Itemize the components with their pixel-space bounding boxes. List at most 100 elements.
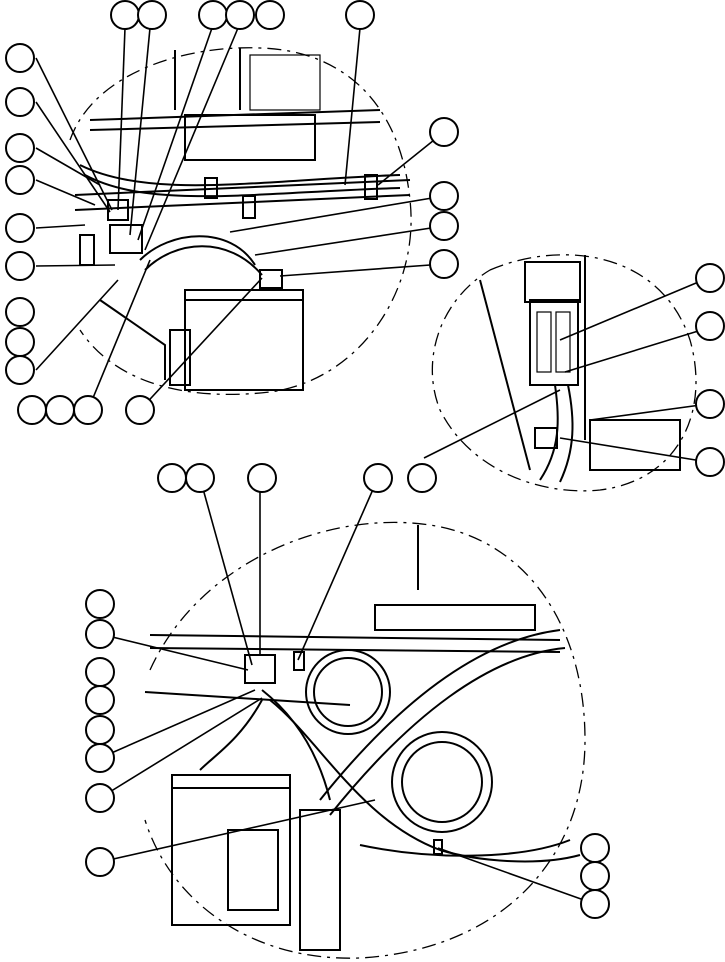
callout-bubble: [429, 249, 459, 279]
callout-bubble: [198, 0, 228, 30]
leader-i1: [559, 277, 709, 341]
callout-bubble: [5, 297, 35, 327]
lower-junction-block: [244, 654, 276, 684]
callout-bubble: [85, 619, 115, 649]
callout-bubble: [247, 463, 277, 493]
callout-bubble: [5, 133, 35, 163]
harness-clamp-1: [242, 195, 256, 219]
lower-crossmember: [374, 604, 536, 631]
leader-t4: [144, 27, 239, 251]
callout-bubble: [5, 355, 35, 385]
callout-bubble: [85, 743, 115, 773]
callout-bubble: [255, 0, 285, 30]
callout-bubble: [407, 463, 437, 493]
callout-bubble: [429, 211, 459, 241]
leader-i5: [423, 389, 561, 459]
bracket-arm: [99, 299, 166, 380]
callout-bubble: [363, 463, 393, 493]
relay-block: [109, 224, 143, 254]
callout-bubble: [85, 847, 115, 877]
upper-box: [249, 54, 321, 111]
callout-bubble: [429, 117, 459, 147]
inset-boundary: [431, 254, 697, 492]
cab-panel: [184, 114, 316, 161]
lower-clamp: [433, 839, 443, 855]
leader-b3: [87, 259, 151, 411]
leader-ll6: [99, 689, 256, 759]
upper-detail-view: [69, 47, 412, 396]
callout-bubble: [5, 327, 35, 357]
callout-bubble: [125, 395, 155, 425]
leader-ll7: [99, 697, 263, 799]
callout-bubble: [85, 685, 115, 715]
callout-bubble: [695, 389, 725, 419]
battery-side: [169, 329, 191, 386]
connector-side: [79, 234, 95, 266]
leader-ll2: [99, 633, 249, 671]
callout-bubble: [695, 311, 725, 341]
frame-rail-mid: [74, 179, 411, 196]
leader-l5: [35, 224, 86, 229]
fuse-box-cover: [524, 261, 581, 303]
leader-b4: [139, 277, 263, 411]
callout-bubble: [695, 447, 725, 477]
lower-step-edge: [144, 691, 351, 706]
air-tank-lower: [391, 731, 493, 833]
lower-detail-boundary: [144, 521, 586, 959]
lower-post: [299, 809, 341, 951]
callout-bubbles: [5, 0, 725, 919]
lower-connector: [293, 651, 305, 671]
leader-l2: [35, 101, 111, 213]
lower-frame-rail: [149, 634, 561, 641]
leader-i4: [559, 437, 709, 463]
fuse-panel: [529, 299, 579, 386]
callout-bubble: [85, 589, 115, 619]
lower-battery-panel: [227, 829, 279, 911]
leader-ll8: [99, 799, 376, 863]
leader-t3: [137, 27, 213, 241]
callout-bubble: [5, 165, 35, 195]
leader-lt4: [297, 477, 379, 661]
callout-bubble: [45, 395, 75, 425]
leader-i3: [589, 403, 709, 421]
lower-battery-box: [171, 774, 291, 926]
callout-bubble: [5, 213, 35, 243]
callout-bubble: [17, 395, 47, 425]
inset-harness-2: [559, 384, 574, 483]
leader-lt2: [199, 477, 253, 666]
lower-harness: [261, 689, 331, 801]
branch-harness: [139, 235, 256, 266]
callout-bubble: [695, 263, 725, 293]
inset-frame-edge: [479, 279, 531, 471]
frame-rail-lower: [89, 121, 381, 131]
callout-bubble: [110, 0, 140, 30]
callout-bubble: [580, 889, 610, 919]
leader-t2: [129, 27, 151, 236]
sweep-rail-2: [329, 647, 566, 816]
leader-i2: [564, 327, 709, 373]
battery-box: [184, 289, 304, 391]
leader-l9: [35, 279, 119, 371]
callout-bubble: [185, 463, 215, 493]
branch-harness-2: [144, 245, 263, 276]
air-tank-lower-inner: [401, 741, 483, 823]
lower-detail-view: [144, 521, 586, 959]
leader-r4: [279, 263, 445, 277]
callout-bubble: [85, 715, 115, 745]
upper-detail-boundary: [69, 47, 412, 396]
harness-clamp-2: [364, 174, 378, 200]
leader-t6: [344, 27, 361, 186]
callout-bubble: [157, 463, 187, 493]
leader-l1: [35, 57, 113, 211]
callout-bubble: [580, 861, 610, 891]
callout-bubble: [5, 87, 35, 117]
sweep-rail-1: [319, 629, 561, 801]
inset-detail-view: [431, 254, 697, 492]
fuse-row-1: [536, 311, 552, 373]
callout-bubble: [137, 0, 167, 30]
main-harness-2: [84, 174, 401, 198]
leader-r2: [229, 195, 445, 233]
harness-clamp-3: [204, 177, 218, 199]
